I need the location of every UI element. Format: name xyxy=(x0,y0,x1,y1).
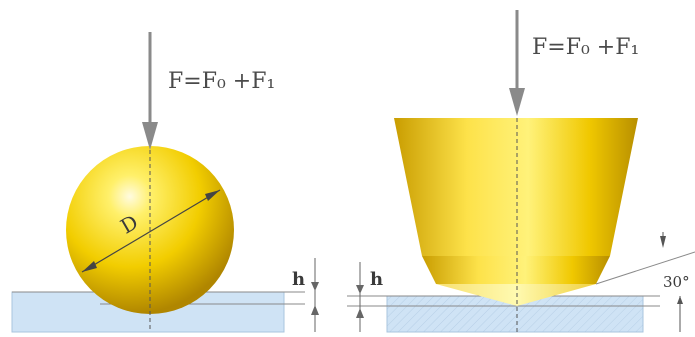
right-depth-arrow-bottom xyxy=(356,308,364,318)
right-force-label: F=F₀ +F₁ xyxy=(532,35,639,60)
diameter-line xyxy=(81,189,221,273)
left-ball-test: F=F₀ +F₁ D h xyxy=(11,32,319,333)
right-force-arrow-head xyxy=(509,88,525,116)
cone-indenter-tip xyxy=(436,284,596,306)
cone-indenter-taper xyxy=(422,256,610,284)
cone-indenter-body xyxy=(394,118,638,256)
right-depth-arrow-top xyxy=(356,285,364,294)
left-depth-label: h xyxy=(292,269,305,290)
angle-guide-line xyxy=(595,251,695,285)
diameter-arrow-end xyxy=(205,190,220,201)
right-depth-label: h xyxy=(370,269,383,290)
left-force-arrow-head xyxy=(142,122,158,150)
left-depth-arrow-bottom xyxy=(311,305,319,315)
angle-arrow-bottom xyxy=(677,296,683,304)
left-force-label: F=F₀ +F₁ xyxy=(168,69,275,94)
right-cone-test: F=F₀ +F₁ h 30° xyxy=(347,10,695,333)
angle-label: 30° xyxy=(663,273,690,291)
diameter-arrow-start xyxy=(82,261,97,272)
left-depth-arrow-top xyxy=(311,282,319,291)
